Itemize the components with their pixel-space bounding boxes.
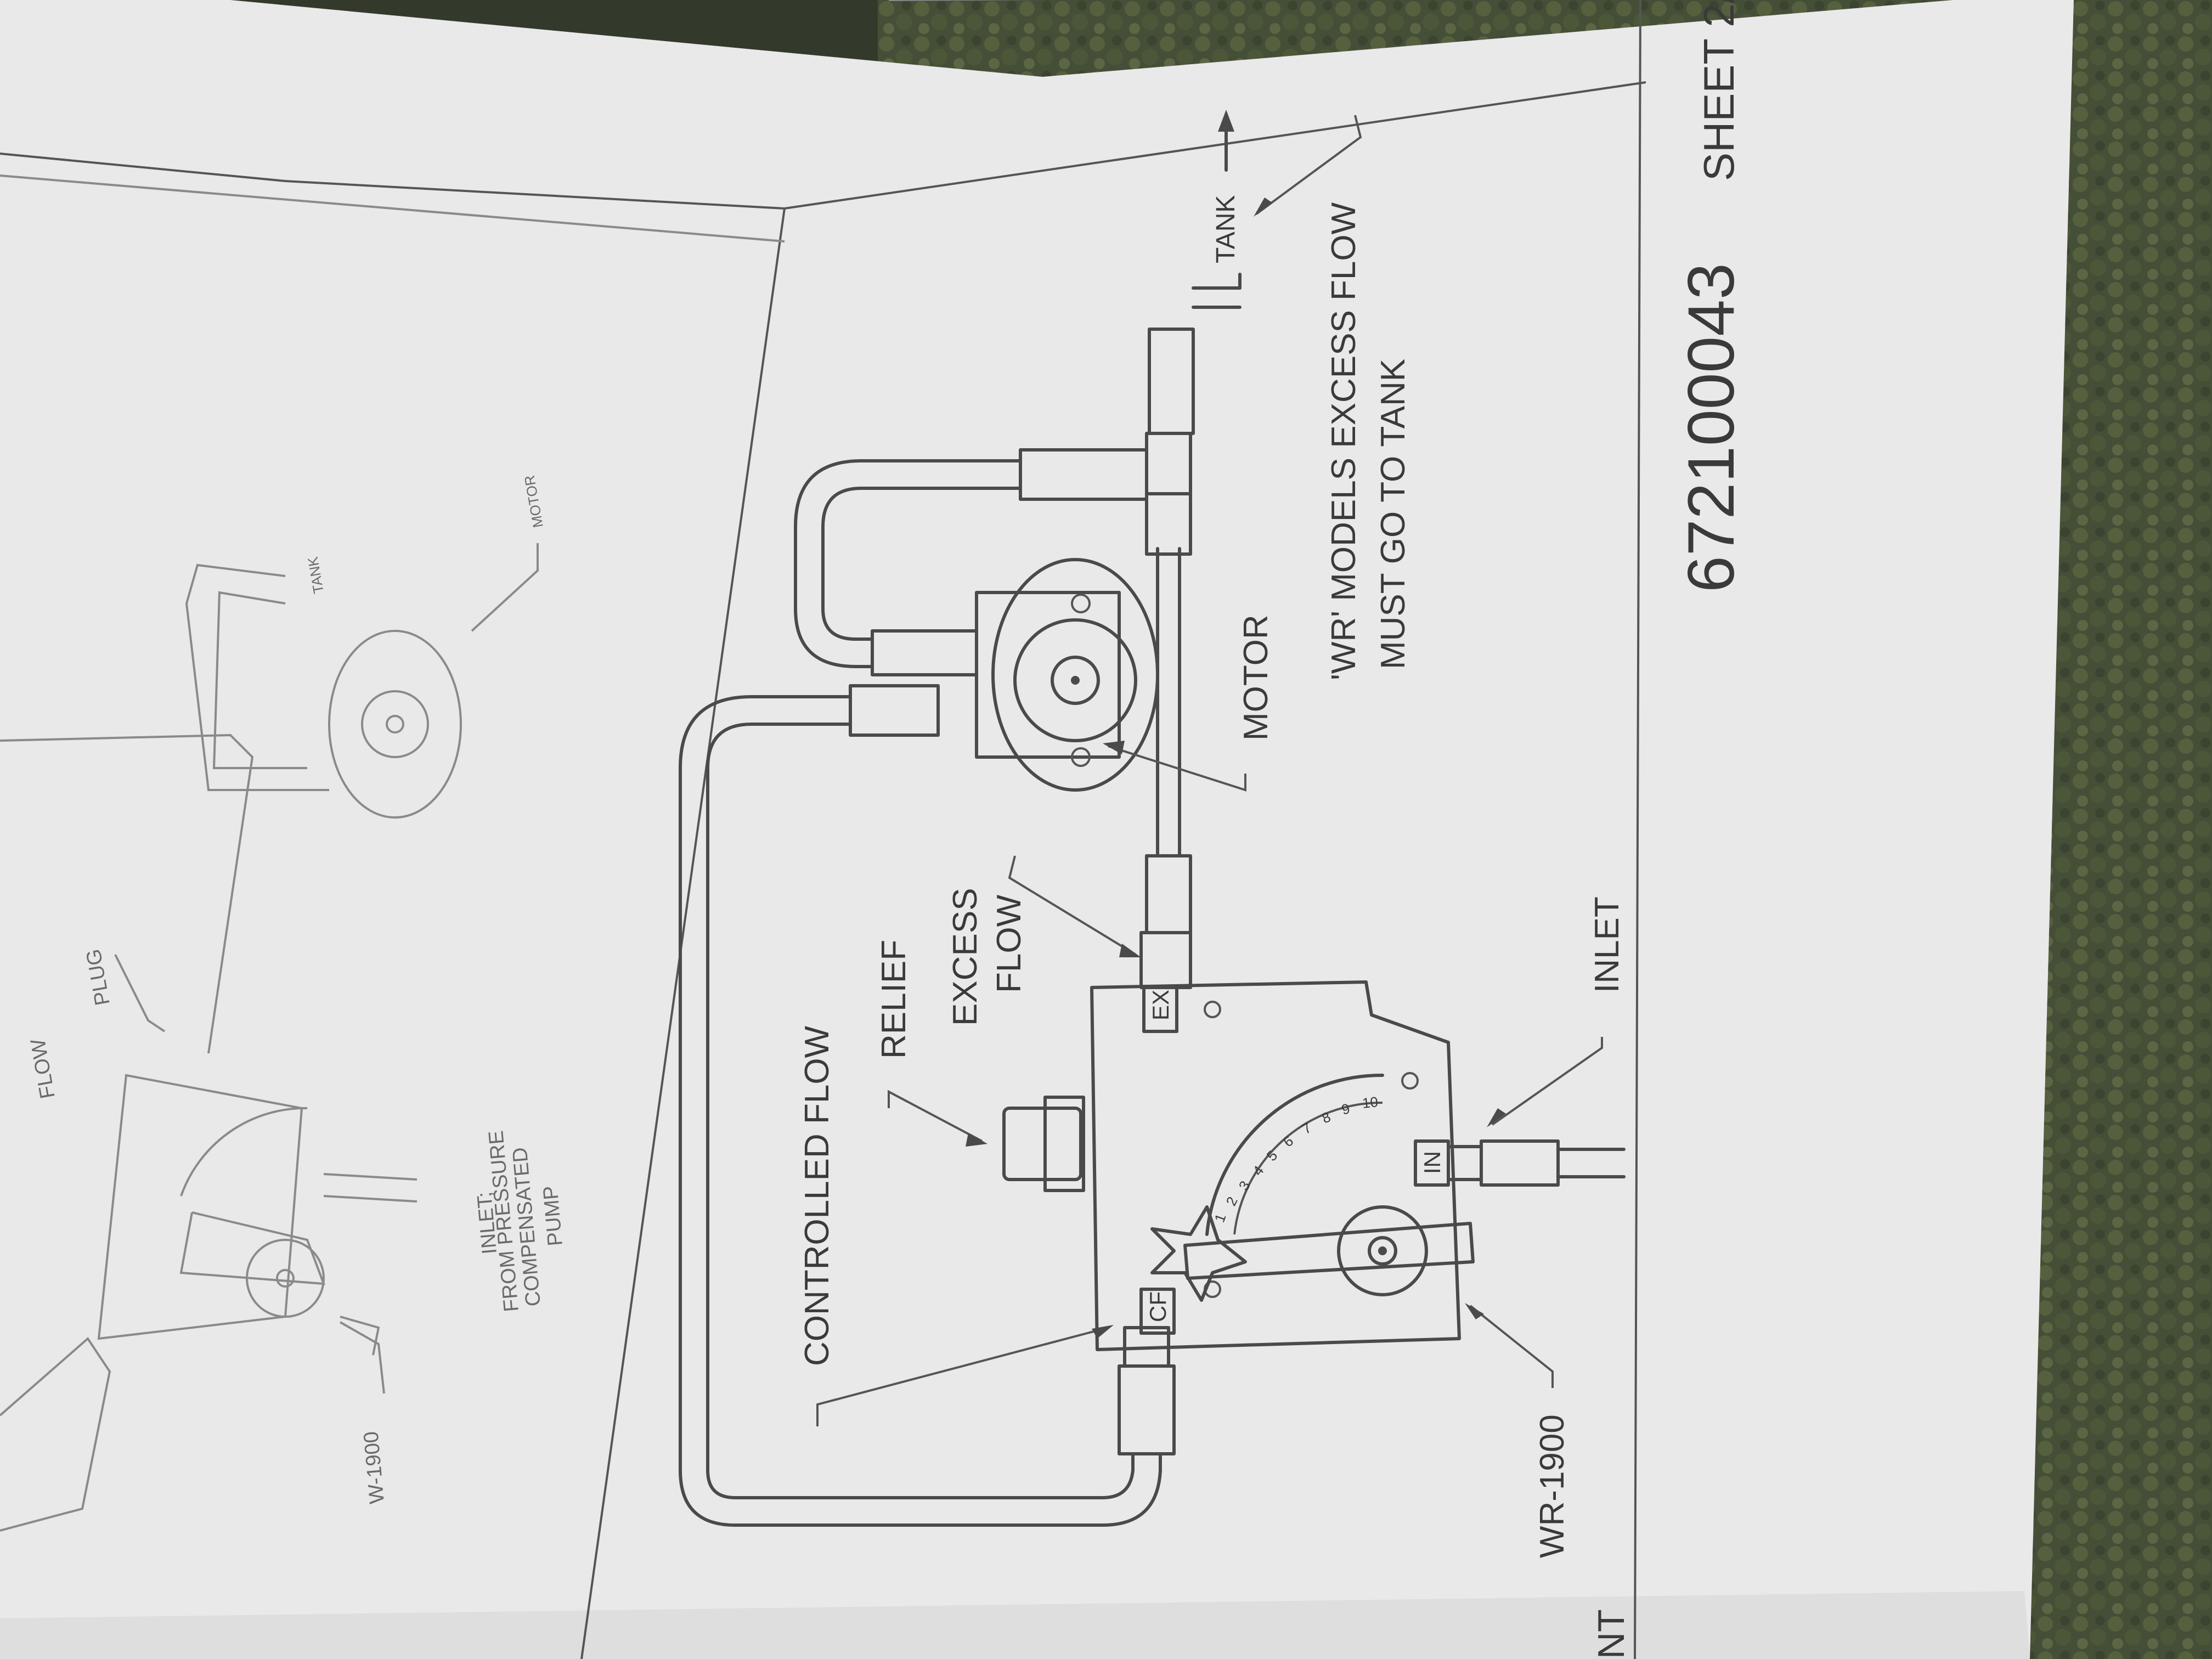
edge-fragment: NT: [1590, 1609, 1632, 1659]
relief-label: RELIEF: [875, 940, 913, 1059]
paper: [0, 0, 2074, 1659]
title-block-border: [1634, 0, 1641, 1659]
note-line1: 'WR' MODELS EXCESS FLOW: [1325, 202, 1363, 680]
inlet-label: INLET: [1588, 896, 1626, 993]
svg-text:9: 9: [1340, 1100, 1351, 1118]
relief-knob: [1002, 1107, 1082, 1181]
sheet-number: SHEET 2/: [1695, 0, 1743, 181]
inlet-fitting: [1447, 1139, 1626, 1187]
note-line2: MUST GO TO TANK: [1374, 359, 1412, 669]
port-ex-label: EX: [1148, 990, 1173, 1020]
excess-flow-hose: [1139, 273, 1242, 989]
paper-shadow-fold: [0, 1591, 2030, 1659]
tank-label: TANK: [1211, 195, 1240, 263]
panel-border-divider: [580, 208, 786, 1659]
excess-flow-label-line1: EXCESS: [946, 888, 984, 1026]
dial-arc: [1205, 1073, 1384, 1236]
adjust-handle: [1183, 1222, 1475, 1280]
faint-inlet-line1: INLET;: [473, 1191, 501, 1255]
port-cf-box: [1139, 1288, 1176, 1335]
drawing-number: 672100043: [1674, 263, 1748, 592]
port-in-label: IN: [1419, 1151, 1445, 1174]
controlled-flow-hose: [679, 684, 1176, 1527]
model-label: WR-1900: [1533, 1414, 1571, 1558]
motor-label: MOTOR: [1237, 614, 1275, 741]
adjust-knob: [1337, 1205, 1428, 1296]
controlled-flow-label: CONTROLLED FLOW: [798, 1025, 836, 1366]
faint-motor: [328, 630, 462, 819]
faint-inlet-line4: PUMP: [539, 1185, 567, 1247]
star-knob: [1150, 1205, 1247, 1302]
valve-body: [1090, 980, 1461, 1351]
panel-border-top: [0, 81, 1646, 210]
main-diagram: CF EX IN 1 2 3 4 5 6 7 8 9 10: [679, 110, 1626, 1558]
port-cf-label: CF: [1145, 1291, 1171, 1322]
svg-text:10: 10: [1361, 1093, 1379, 1111]
excess-flow-label-line2: FLOW: [990, 894, 1028, 993]
